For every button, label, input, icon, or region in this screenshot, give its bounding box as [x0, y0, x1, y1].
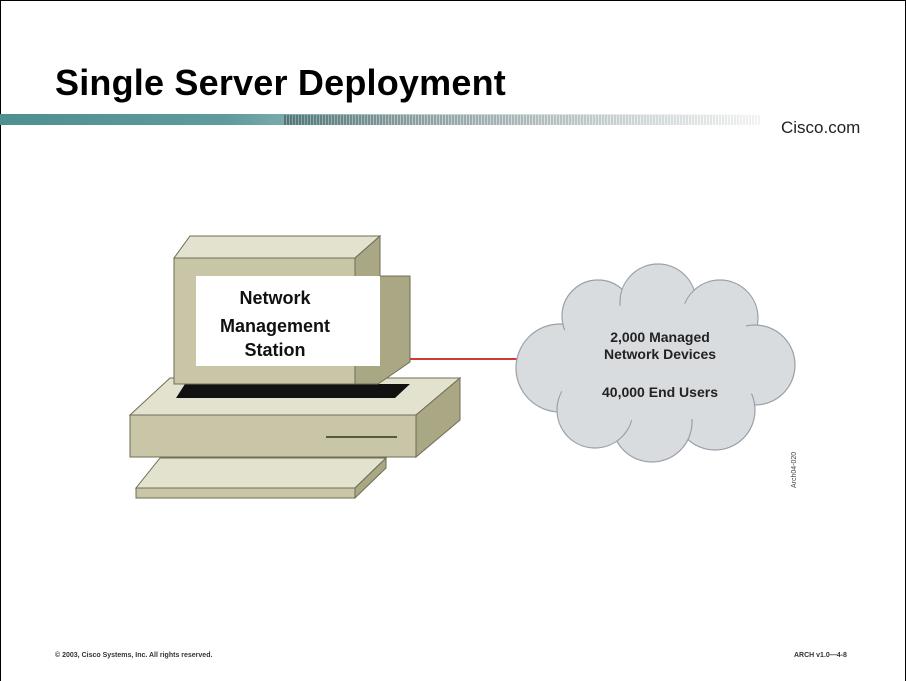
keyboard-front — [135, 487, 356, 499]
station-label-line2: Management — [220, 316, 330, 336]
monitor-screen — [196, 276, 380, 366]
slide-border-top — [0, 0, 906, 1]
header-bar — [0, 114, 760, 125]
cloud-label-line2: Network Devices — [604, 346, 716, 362]
header-ruler-ticks — [284, 115, 760, 125]
station-label-line1: Network — [239, 288, 311, 308]
keyboard-top — [134, 457, 388, 489]
monitor-top — [173, 235, 382, 259]
keyboard-side — [354, 456, 387, 500]
cisco-brand: Cisco.com — [781, 118, 861, 137]
cloud-label-line3: 40,000 End Users — [602, 384, 718, 400]
computer-icon: Network Management Station — [128, 234, 462, 500]
copyright-footer: © 2003, Cisco Systems, Inc. All rights r… — [55, 652, 213, 659]
figure-id: Arch04-020 — [791, 452, 798, 488]
slide-number-footer: ARCH v1.0—4-8 — [794, 652, 847, 659]
cloud-label-line1: 2,000 Managed — [610, 329, 710, 345]
monitor-shadow — [176, 384, 410, 398]
system-unit-side — [415, 376, 461, 459]
station-label-line3: Station — [245, 340, 306, 360]
network-cloud: 2,000 Managed Network Devices 40,000 End… — [515, 263, 796, 463]
slide-border-left — [0, 0, 1, 681]
slide-title: Single Server Deployment — [55, 62, 506, 103]
